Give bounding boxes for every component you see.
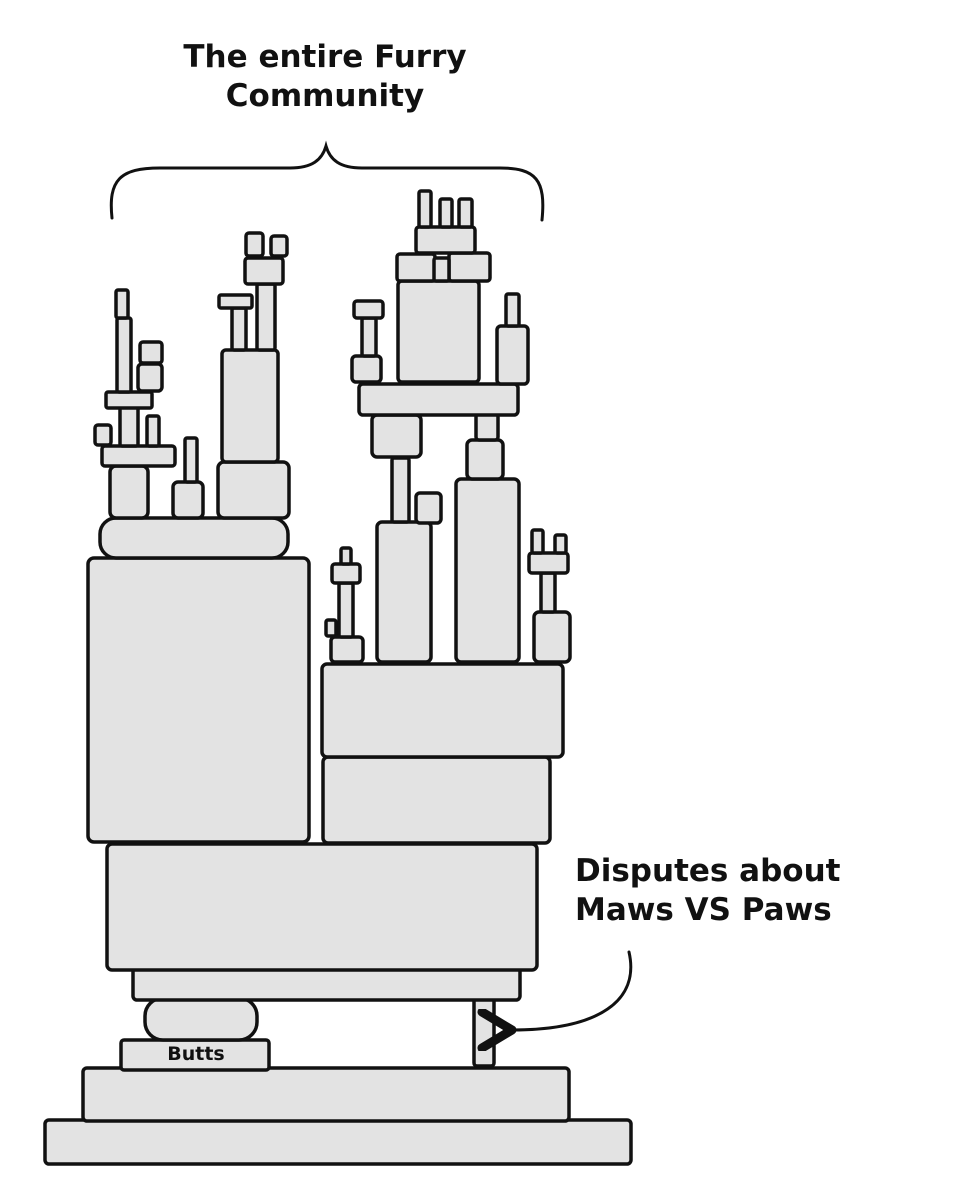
caption-right-line-1: Disputes about [575, 853, 841, 889]
disputes-caption: Disputes about Maws VS Paws [575, 852, 875, 930]
furry-community-caption: The entire Furry Community [150, 38, 500, 116]
caption-top-line-2: Community [225, 77, 425, 114]
base-slab-bottom [43, 1118, 633, 1166]
pill-block-bottom [143, 996, 259, 1042]
under-slab [131, 966, 522, 1002]
caption-right-line-2: Maws VS Paws [575, 891, 832, 928]
base-slab-second [81, 1066, 571, 1123]
caption-top-line-1: The entire Furry [183, 39, 467, 75]
large-left-block [86, 556, 311, 844]
pointer-arrow [512, 950, 633, 1030]
butts-label: Butts [167, 1043, 225, 1065]
right-upper-block [320, 662, 565, 759]
curly-brace [109, 140, 545, 222]
thin-post [472, 996, 496, 1068]
middle-slab [105, 842, 539, 972]
right-lower-block [321, 755, 552, 845]
tower-blocks [43, 189, 633, 1166]
left-cap-pill [98, 516, 290, 560]
